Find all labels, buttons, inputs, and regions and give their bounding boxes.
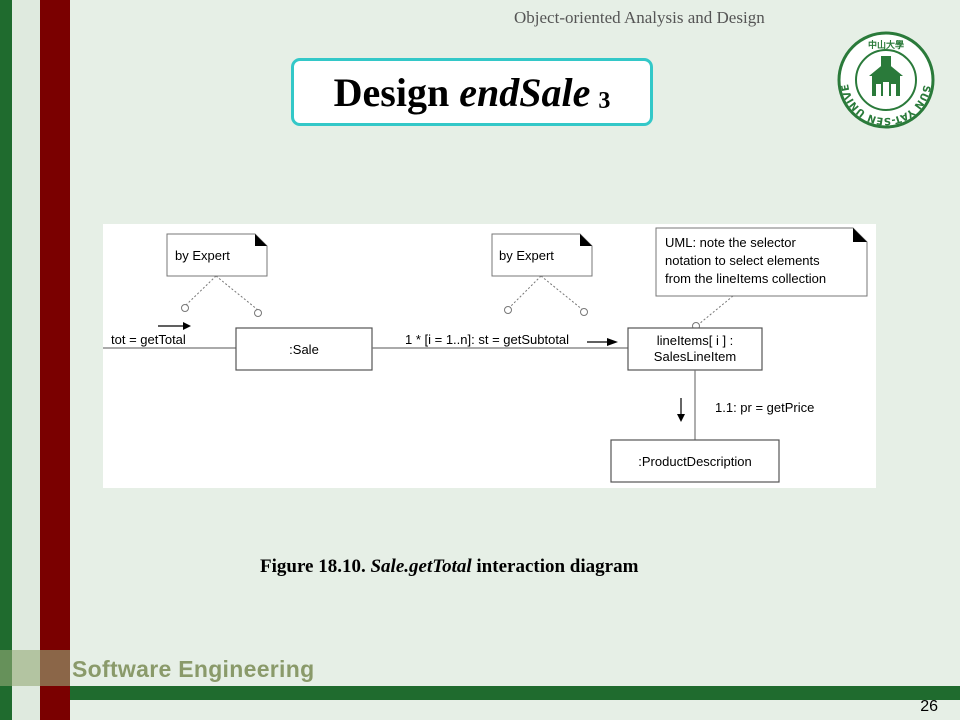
arrow-icon [183,322,191,330]
note-expert-left-text: by Expert [175,248,230,263]
arrow-icon [677,414,685,422]
object-lineitems: lineItems[ i ] : SalesLineItem [627,327,763,371]
title-main: Design [333,69,450,115]
msg-get-price: 1.1: pr = getPrice [715,400,814,415]
object-sale: :Sale [235,327,373,371]
left-light-stripe [12,0,40,720]
university-logo: SUN YAT-SEN UNIVERSITY 中山大學 [836,30,935,129]
note-uml-line3: from the lineItems collection [665,271,826,286]
course-name: Object-oriented Analysis and Design [514,8,765,27]
object-lineitems-line2: SalesLineItem [654,349,736,364]
anchor-circle [254,309,262,317]
left-red-stripe [40,0,70,720]
object-sale-label: :Sale [289,342,319,357]
caption-italic: Sale.getTotal [370,556,472,577]
note-uml-line1: UML: note the selector [665,235,796,250]
figure-caption: Figure 18.10. Sale.getTotal interaction … [260,556,638,578]
object-product-label: :ProductDescription [638,454,751,469]
note-expert-right: by Expert [491,233,593,277]
msg-get-subtotal: 1 * [i = 1..n]: st = getSubtotal [405,332,569,347]
object-product-description: :ProductDescription [610,439,780,483]
anchor-circle [580,308,588,316]
note-expert-left: by Expert [166,233,268,277]
logo-building-icon [869,56,903,96]
anchor-circle [181,304,189,312]
left-green-stripe [0,0,12,720]
page-number: 26 [920,698,938,715]
note-uml-selector: UML: note the selector notation to selec… [655,227,868,297]
slide-title: Design endSale 3 [291,58,653,126]
title-sub: 3 [598,87,611,114]
anchor-circle [504,306,512,314]
note-expert-right-text: by Expert [499,248,554,263]
caption-suffix: interaction diagram [476,556,639,577]
arrow-icon [607,338,618,346]
msg-get-total: tot = getTotal [111,332,186,347]
interaction-diagram: by Expert by Expert UML: note the select… [103,224,876,488]
caption-prefix: Figure 18.10. [260,556,366,577]
footer-corner-block [0,650,70,686]
bottom-green-stripe [70,686,960,700]
footer-label: Software Engineering [72,656,315,682]
note-uml-line2: notation to select elements [665,253,820,268]
logo-top-text: 中山大學 [868,39,904,51]
object-lineitems-line1: lineItems[ i ] : [657,333,734,348]
title-italic: endSale [459,69,591,115]
